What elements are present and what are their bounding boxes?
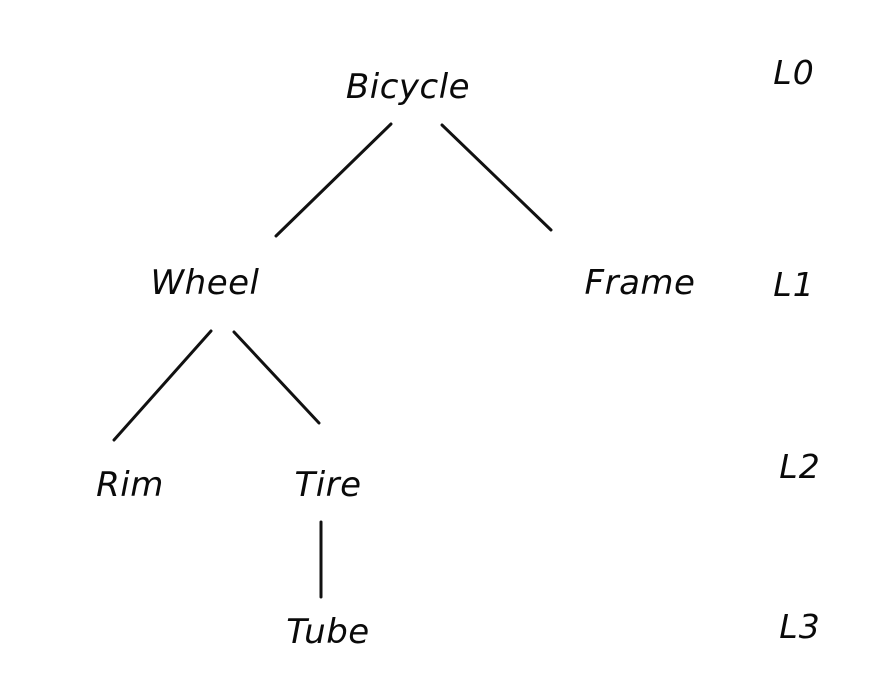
edge-wheel-to-tire [232,330,321,425]
edge-group [112,122,553,599]
edge-wheel-to-rim [112,329,213,442]
level-label-l2: L2 [779,447,821,486]
node-label-tube[interactable]: Tube [286,612,370,652]
node-label-tire[interactable]: Tire [294,465,362,505]
node-label-wheel[interactable]: Wheel [150,263,260,303]
node-label-rim[interactable]: Rim [96,465,164,505]
node-label-bicycle[interactable]: Bicycle [345,67,471,107]
level-label-l1: L1 [773,265,815,304]
node-label-frame[interactable]: Frame [584,263,696,303]
edge-bicycle-to-frame [440,123,553,232]
level-label-l3: L3 [779,607,821,646]
edge-bicycle-to-wheel [274,122,393,238]
level-label-l0: L0 [773,53,815,92]
